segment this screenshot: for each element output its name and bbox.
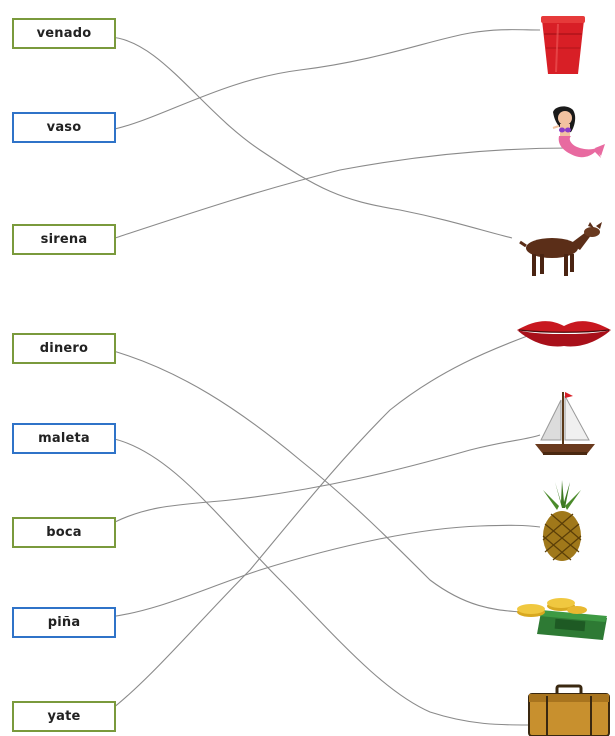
line-maleta-suitcase bbox=[109, 437, 529, 726]
line-pina-pineapple bbox=[109, 524, 541, 618]
line-yate-lips bbox=[107, 334, 531, 713]
word-box-venado[interactable]: venado bbox=[12, 18, 116, 49]
word-label: dinero bbox=[39, 341, 89, 356]
line-sirena-mermaid bbox=[114, 147, 571, 239]
line-boca-sailboat bbox=[114, 434, 541, 523]
lips-icon[interactable] bbox=[515, 318, 613, 348]
money-icon[interactable] bbox=[515, 596, 613, 642]
word-box-maleta[interactable]: maleta bbox=[12, 423, 116, 454]
word-label: venado bbox=[36, 26, 92, 41]
word-box-sirena[interactable]: sirena bbox=[12, 224, 116, 255]
word-box-boca[interactable]: boca bbox=[12, 517, 116, 548]
word-label: sirena bbox=[40, 232, 88, 247]
word-label: maleta bbox=[38, 431, 90, 446]
line-vaso-cup bbox=[109, 29, 541, 131]
suitcase-icon[interactable] bbox=[527, 684, 611, 736]
word-label: piña bbox=[47, 615, 81, 630]
word-box-vaso[interactable]: vaso bbox=[12, 112, 116, 143]
pineapple-icon[interactable] bbox=[537, 480, 587, 562]
sailboat-icon[interactable] bbox=[533, 390, 597, 458]
mermaid-icon[interactable] bbox=[545, 104, 605, 172]
word-label: yate bbox=[47, 709, 81, 724]
red-cup-icon[interactable] bbox=[538, 14, 588, 76]
word-label: vaso bbox=[46, 120, 82, 135]
word-label: boca bbox=[46, 525, 82, 540]
line-dinero-money bbox=[109, 349, 521, 613]
word-box-yate[interactable]: yate bbox=[12, 701, 116, 732]
word-box-pina[interactable]: piña bbox=[12, 607, 116, 638]
word-box-dinero[interactable]: dinero bbox=[12, 333, 116, 364]
deer-icon[interactable] bbox=[510, 220, 610, 278]
line-venado-deer bbox=[109, 36, 513, 239]
